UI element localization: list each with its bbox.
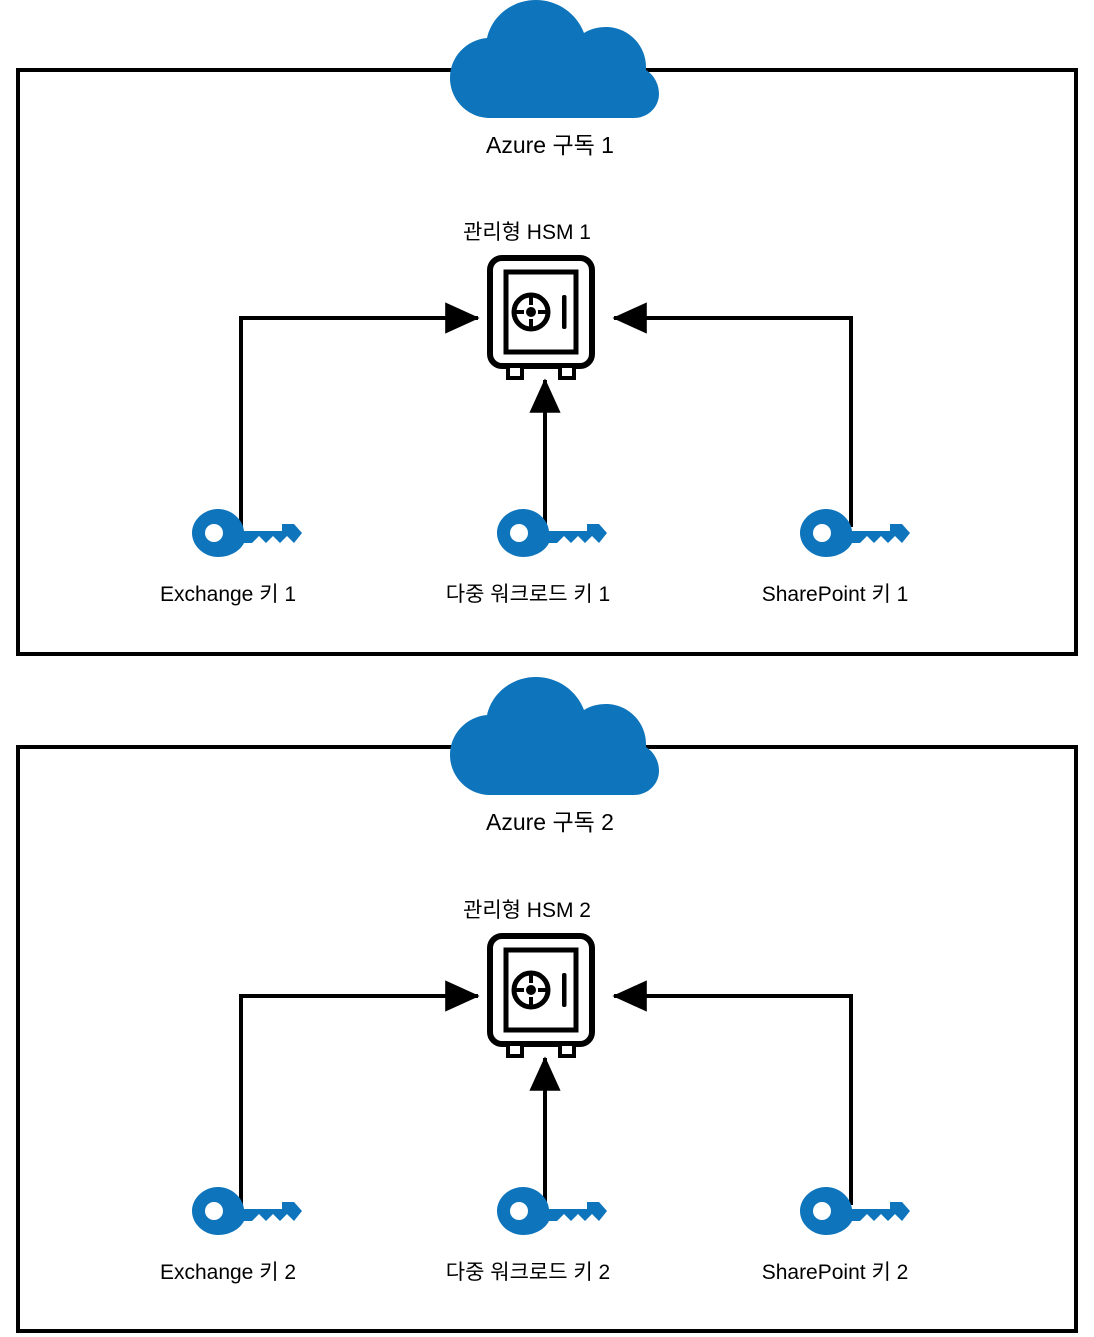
key-icon [495,507,610,559]
subscription-label-1: Azure 구독 1 [486,132,614,158]
key-label-multiworkload-2: 다중 워크로드 키 2 [445,1261,611,1284]
hsm-label-1: 관리형 HSM 1 [463,221,591,244]
subscription-label-2: Azure 구독 2 [486,809,614,835]
key-icon [798,1185,913,1237]
safe-icon [486,255,602,385]
key-icon [190,507,305,559]
key-label-sharepoint-2: SharePoint 키 2 [761,1261,909,1284]
key-label-sharepoint-1: SharePoint 키 1 [761,583,909,606]
key-label-exchange-1: Exchange 키 1 [159,583,297,606]
safe-icon [486,933,602,1063]
cloud-icon [410,0,690,120]
hsm-label-2: 관리형 HSM 2 [463,899,591,922]
cloud-icon [410,677,690,797]
key-label-exchange-2: Exchange 키 2 [159,1261,297,1284]
key-icon [495,1185,610,1237]
key-icon [190,1185,305,1237]
key-icon [798,507,913,559]
key-label-multiworkload-1: 다중 워크로드 키 1 [445,583,611,606]
